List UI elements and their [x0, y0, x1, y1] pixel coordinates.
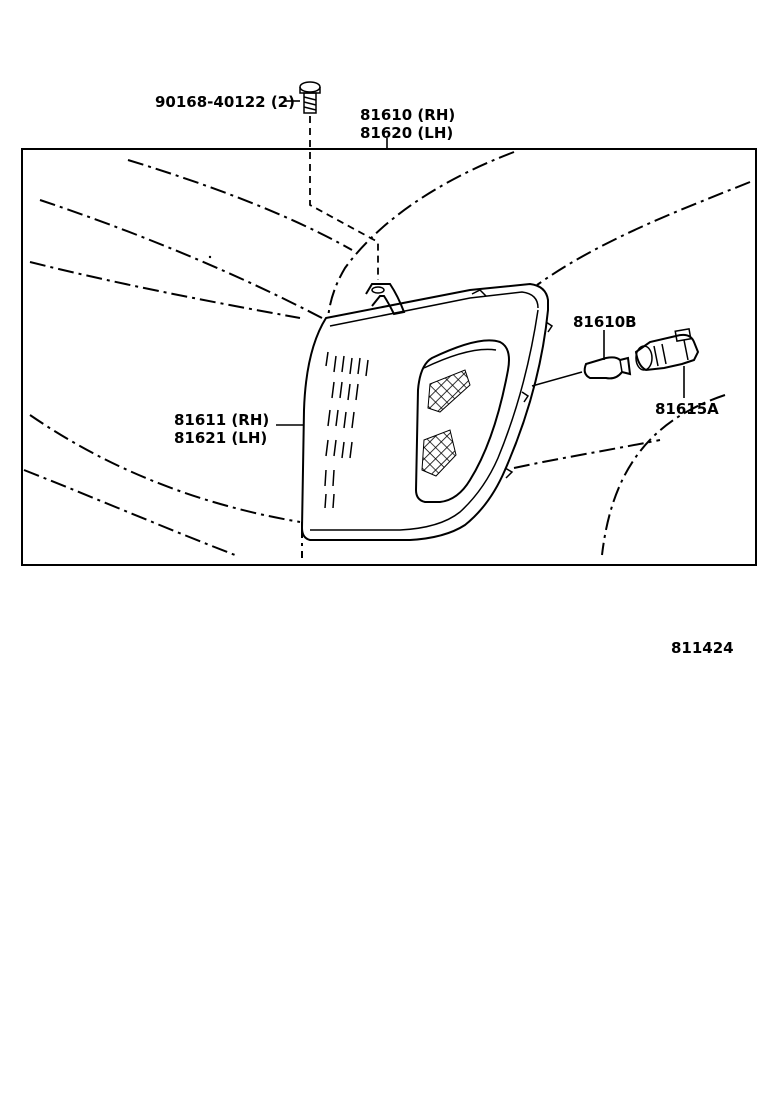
socket-icon — [634, 327, 700, 372]
hatch-pattern-lower — [421, 429, 457, 477]
figure-code: 811424 — [671, 639, 734, 657]
vehicle-body-outline — [23, 151, 751, 558]
label-lamp-lh: 81620 (LH) — [360, 124, 453, 142]
bulb-icon — [583, 356, 632, 380]
clearance-lamp-assembly — [300, 282, 554, 541]
reflector-window — [414, 339, 510, 503]
label-lens-lh: 81621 (LH) — [174, 429, 267, 447]
screw-bolt-icon — [299, 81, 321, 114]
label-bolt: 90168-40122 (2) — [155, 93, 295, 111]
label-bulb: 81610B — [573, 313, 637, 331]
bolt-install-path — [309, 116, 379, 280]
diagram-frame — [21, 148, 757, 566]
stray-dot — [208, 255, 212, 259]
label-socket: 81615A — [655, 400, 719, 418]
label-lens-rh: 81611 (RH) — [174, 411, 269, 429]
hatch-pattern-upper — [427, 369, 471, 413]
label-lamp-rh: 81610 (RH) — [360, 106, 455, 124]
bulb-install-line — [531, 371, 583, 387]
lens-rib-lines — [324, 351, 369, 509]
